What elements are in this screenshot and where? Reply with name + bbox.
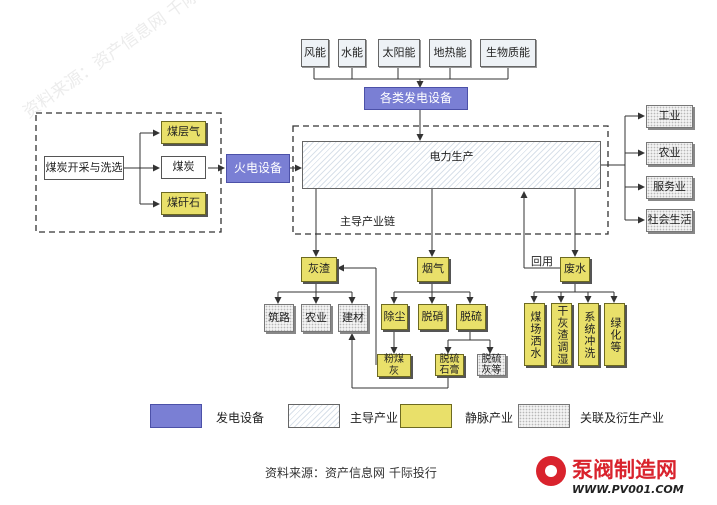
brand-logo-name: 泵阀制造网 xyxy=(572,458,677,482)
fly-ash-box: 粉煤灰 xyxy=(377,354,411,377)
ash-use-agriculture: 农业 xyxy=(301,304,331,332)
brand-logo-url: WWW.PV001.COM xyxy=(572,483,684,496)
energy-source-solar: 太阳能 xyxy=(378,39,420,67)
power-production-box: 电力生产 xyxy=(302,141,601,189)
denitration-box: 脱硝 xyxy=(418,304,447,330)
legend-swatch-main-industry xyxy=(288,404,340,428)
energy-source-geothermal: 地热能 xyxy=(429,39,471,67)
water-use-ash-conditioning: 干灰渣调湿 xyxy=(551,303,572,366)
water-use-system-flushing: 系统冲洗 xyxy=(578,303,599,366)
brand-logo-icon-center xyxy=(545,465,557,477)
coal-box: 煤炭 xyxy=(161,156,206,179)
legend-label-related-industry: 关联及衍生产业 xyxy=(580,411,665,425)
brand-logo: 泵阀制造网 WWW.PV001.COM xyxy=(536,452,712,500)
power-production-label: 电力生产 xyxy=(429,150,474,163)
source-caption: 资料来源：资产信息网 千际投行 xyxy=(265,466,437,480)
legend-label-vein-industry: 静脉产业 xyxy=(465,411,514,425)
end-user-agriculture: 农业 xyxy=(646,142,693,165)
legend-label-main-industry: 主导产业 xyxy=(350,411,399,425)
water-use-coal-yard-spray: 煤场洒水 xyxy=(524,303,545,366)
reuse-label: 回用 xyxy=(531,255,553,268)
ash-use-road: 筑路 xyxy=(264,304,294,332)
legend-swatch-equipment xyxy=(150,404,202,428)
water-use-greening: 绿化等 xyxy=(604,303,625,366)
coal-mining-box: 煤炭开采与洗选 xyxy=(44,156,124,180)
desulfurization-box: 脱硫 xyxy=(456,304,486,330)
energy-source-wind: 风能 xyxy=(301,39,329,67)
generation-equipment-box: 各类发电设备 xyxy=(364,87,468,110)
energy-source-hydro: 水能 xyxy=(338,39,366,67)
legend-label-equipment: 发电设备 xyxy=(216,411,265,425)
energy-source-biomass: 生物质能 xyxy=(480,39,536,67)
flue-gas-box: 烟气 xyxy=(417,257,449,282)
ash-box: 灰渣 xyxy=(301,257,337,282)
desulfurization-gypsum-box: 脱硫石膏 xyxy=(435,354,464,376)
end-user-industry: 工业 xyxy=(646,105,693,128)
waste-water-box: 废水 xyxy=(560,257,590,282)
desulfurization-ash-box: 脱硫灰等 xyxy=(477,354,506,376)
main-chain-label: 主导产业链 xyxy=(340,215,395,228)
ash-use-building-materials: 建材 xyxy=(338,304,368,332)
coal-region xyxy=(35,112,222,233)
end-user-social-life: 社会生活 xyxy=(646,209,693,232)
end-user-services: 服务业 xyxy=(646,176,693,199)
legend-swatch-vein-industry xyxy=(400,404,452,428)
main-chain-region xyxy=(292,125,609,235)
dust-removal-box: 除尘 xyxy=(381,304,408,330)
legend-swatch-related-industry xyxy=(518,404,570,428)
thermal-equipment-box: 火电设备 xyxy=(226,154,290,183)
coal-gangue-box: 煤矸石 xyxy=(161,192,206,215)
coalbed-methane-box: 煤层气 xyxy=(161,121,206,144)
